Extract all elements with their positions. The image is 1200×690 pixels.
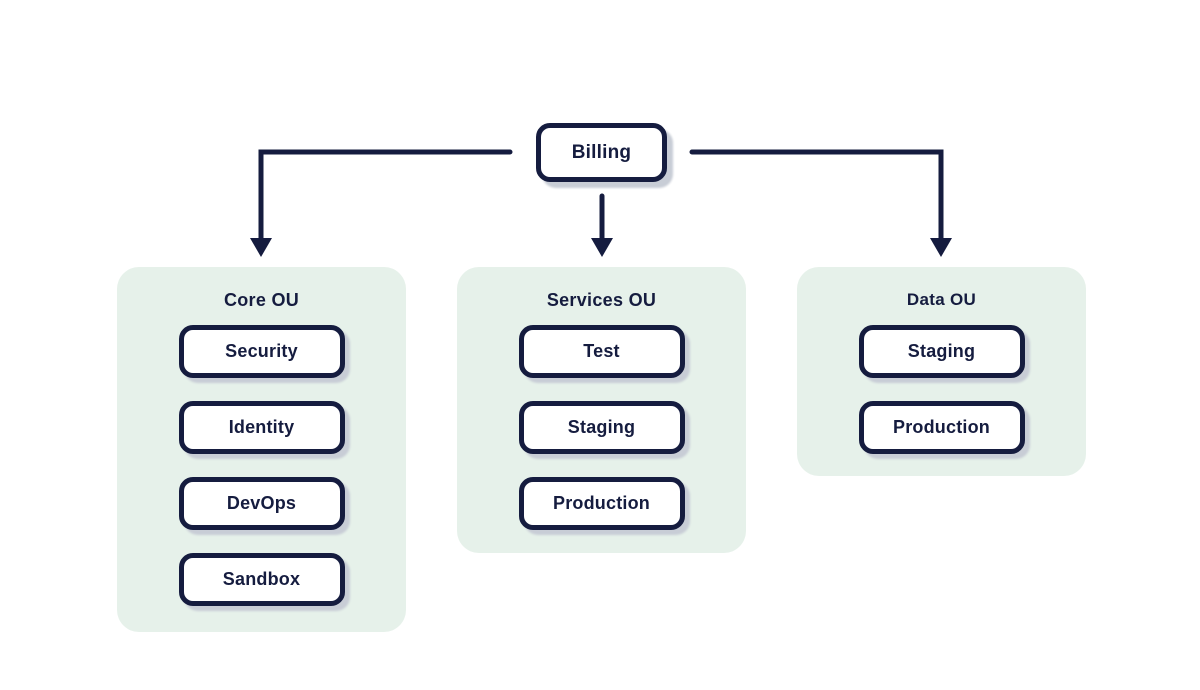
arrowhead-core-ou [250, 238, 272, 257]
arrow-line-to-data-ou [689, 149, 944, 243]
panel-core-ou-title: Core OU [223, 290, 300, 310]
node-services-production: Production [518, 477, 685, 530]
node-test: Test [518, 325, 685, 378]
node-devops: DevOps [178, 477, 345, 530]
node-services-staging: Staging [518, 401, 685, 454]
node-data-production: Production [858, 401, 1025, 454]
panel-data-ou-items: Staging Production [797, 325, 1086, 454]
arrowhead-data-ou [930, 238, 952, 257]
panel-services-ou-items: Test Staging Production [457, 325, 746, 530]
node-security: Security [178, 325, 345, 378]
arrow-line-to-core-ou [258, 149, 513, 243]
node-identity: Identity [178, 401, 345, 454]
panel-data-ou: Data OU Staging Production [797, 267, 1086, 476]
panel-core-ou-items: Security Identity DevOps Sandbox [117, 325, 406, 606]
panel-data-ou-title: Data OU [906, 290, 977, 309]
arrowhead-services-ou [591, 238, 613, 257]
billing-node: Billing [536, 123, 667, 182]
node-sandbox: Sandbox [178, 553, 345, 606]
panel-core-ou: Core OU Security Identity DevOps Sandbox [117, 267, 406, 632]
panel-services-ou-title: Services OU [546, 290, 657, 310]
panel-services-ou: Services OU Test Staging Production [457, 267, 746, 553]
billing-node-label: Billing [571, 141, 632, 163]
node-data-staging: Staging [858, 325, 1025, 378]
